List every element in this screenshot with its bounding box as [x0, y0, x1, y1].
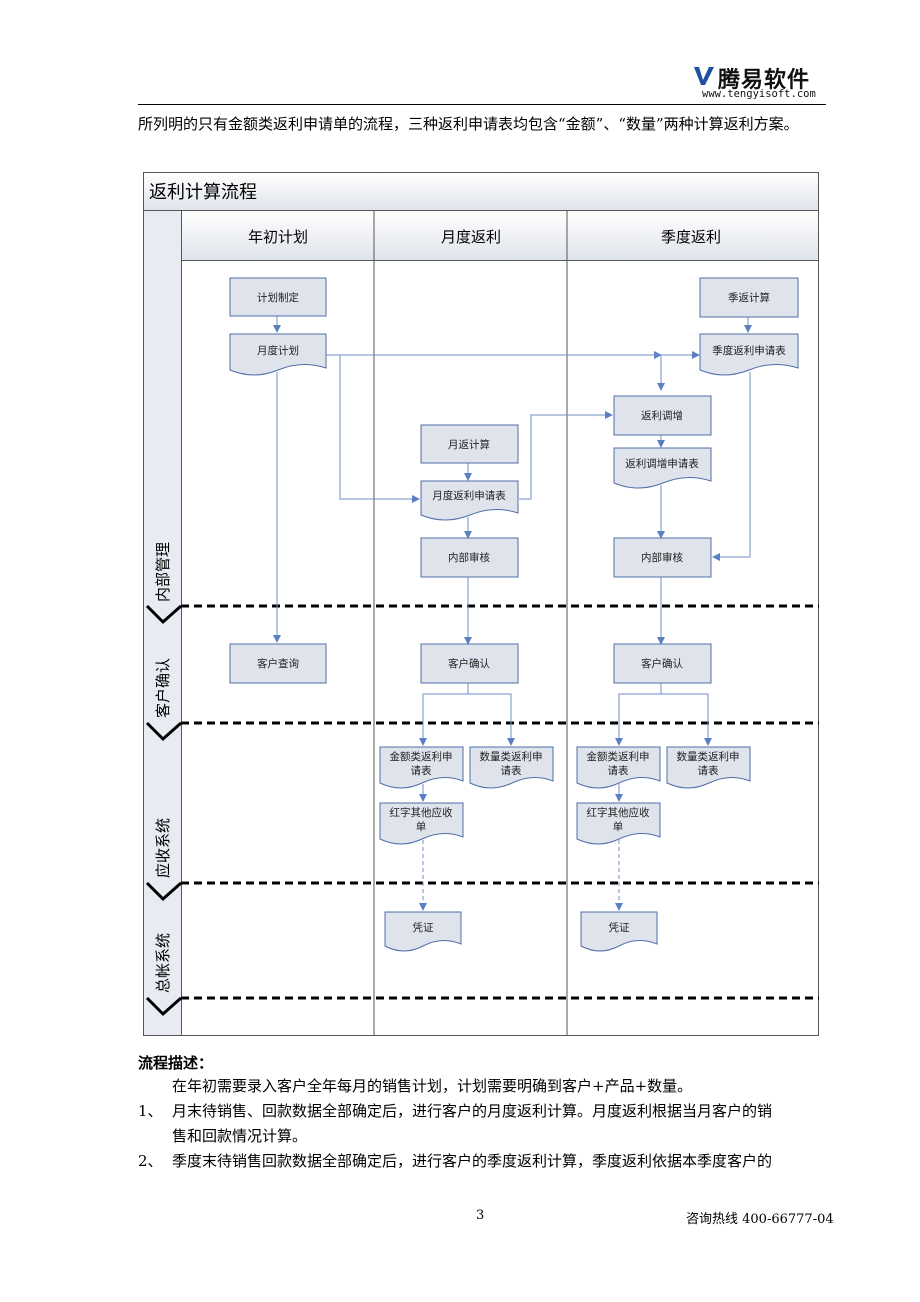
column-quarterly-rebate: 季度返利 [661, 228, 721, 246]
diagram-title: 返利计算流程 [149, 182, 257, 203]
label-month-apply: 月度返利申请表 [432, 489, 506, 502]
label-month-amount-1: 金额类返利申 [390, 750, 453, 763]
label-quarter-qty-2: 请表 [698, 764, 719, 777]
label-quarter-voucher: 凭证 [609, 921, 630, 934]
label-quarter-apply: 季度返利申请表 [712, 344, 786, 357]
header-divider [138, 104, 826, 105]
rebate-flow-diagram: 返利计算流程 年初计划 月度返利 季度返利 内部管理 客户确认 应收系统 总帐系… [143, 172, 819, 1036]
node-quarter-calc [699, 277, 799, 318]
label-month-review: 内部审核 [448, 551, 490, 564]
label-month-red-2: 单 [416, 821, 427, 833]
company-logo: 腾易软件 www.tengyisoft.com [692, 62, 832, 102]
brand-url: www.tengyisoft.com [702, 88, 816, 100]
label-quarter-calc: 季返计算 [728, 291, 770, 304]
column-monthly-rebate: 月度返利 [441, 228, 501, 246]
lane-ledger: 总帐系统 [154, 933, 172, 993]
description-intro: 在年初需要录入客户全年每月的销售计划，计划需要明确到客户+产品+数量。 [172, 1077, 693, 1095]
label-quarter-amount-2: 请表 [608, 764, 629, 777]
label-quarter-qty-1: 数量类返利申 [677, 750, 740, 763]
label-month-red-1: 红字其他应收 [390, 806, 453, 819]
label-month-confirm: 客户确认 [448, 657, 490, 670]
description-body: 在年初需要录入客户全年每月的销售计划，计划需要明确到客户+产品+数量。 1、月末… [138, 1074, 828, 1174]
node-month-review [420, 537, 519, 578]
description-item: 2、季度末待销售回款数据全部确定后，进行客户的季度返利计算，季度返利依据本季度客… [138, 1152, 773, 1170]
node-month-voucher [384, 911, 462, 952]
description-item-cont: 售和回款情况计算。 [172, 1127, 308, 1145]
node-month-confirm [420, 643, 519, 684]
label-month-voucher: 凭证 [413, 921, 434, 934]
label-customer-query: 客户查询 [257, 657, 299, 670]
page-number: 3 [476, 1208, 485, 1223]
label-quarter-red-2: 单 [613, 821, 624, 833]
node-month-apply [420, 480, 519, 521]
description-title: 流程描述： [138, 1054, 214, 1072]
node-quarter-apply [699, 333, 799, 376]
node-quarter-amount [576, 746, 661, 789]
node-monthly-plan [229, 333, 327, 376]
node-quarter-review [613, 537, 712, 578]
label-month-calc: 月返计算 [448, 438, 490, 451]
label-plan-make: 计划制定 [257, 291, 299, 304]
label-quarter-amount-1: 金额类返利申 [587, 750, 650, 763]
node-adjust-apply [613, 447, 712, 489]
lane-receivable: 应收系统 [154, 818, 172, 878]
intro-paragraph: 所列明的只有金额类返利申请单的流程，三种返利申请表均包含“金额”、“数量”两种计… [138, 115, 799, 133]
label-quarter-red-1: 红字其他应收 [587, 806, 650, 819]
node-plan-make [229, 277, 327, 317]
lane-internal: 内部管理 [154, 542, 172, 602]
lane-customer: 客户确认 [154, 658, 172, 718]
label-adjust: 返利调增 [641, 409, 683, 422]
lane-chevron [145, 604, 182, 625]
node-quarter-confirm [613, 643, 712, 684]
label-quarter-confirm: 客户确认 [641, 657, 683, 670]
node-customer-query [229, 643, 327, 684]
node-quarter-red [576, 802, 661, 845]
node-quarter-qty [666, 746, 751, 789]
logo-v-icon [694, 67, 714, 85]
label-adjust-apply: 返利调增申请表 [625, 457, 699, 470]
node-month-amount [379, 746, 464, 789]
node-adjust [613, 395, 712, 436]
node-month-calc [420, 424, 519, 464]
label-month-qty-2: 请表 [501, 764, 522, 777]
node-month-red [379, 802, 464, 845]
column-annual-plan: 年初计划 [248, 228, 308, 246]
label-month-qty-1: 数量类返利申 [480, 750, 543, 763]
description-item: 1、月末待销售、回款数据全部确定后，进行客户的月度返利计算。月度返利根据当月客户… [138, 1102, 773, 1120]
label-quarter-review: 内部审核 [641, 551, 683, 564]
node-quarter-voucher [580, 911, 658, 952]
hotline: 咨询热线 400-66777-04 [686, 1212, 834, 1227]
label-monthly-plan: 月度计划 [257, 344, 299, 357]
label-month-amount-2: 请表 [411, 764, 432, 777]
brand-name: 腾易软件 [718, 68, 811, 93]
node-month-qty [469, 746, 554, 789]
